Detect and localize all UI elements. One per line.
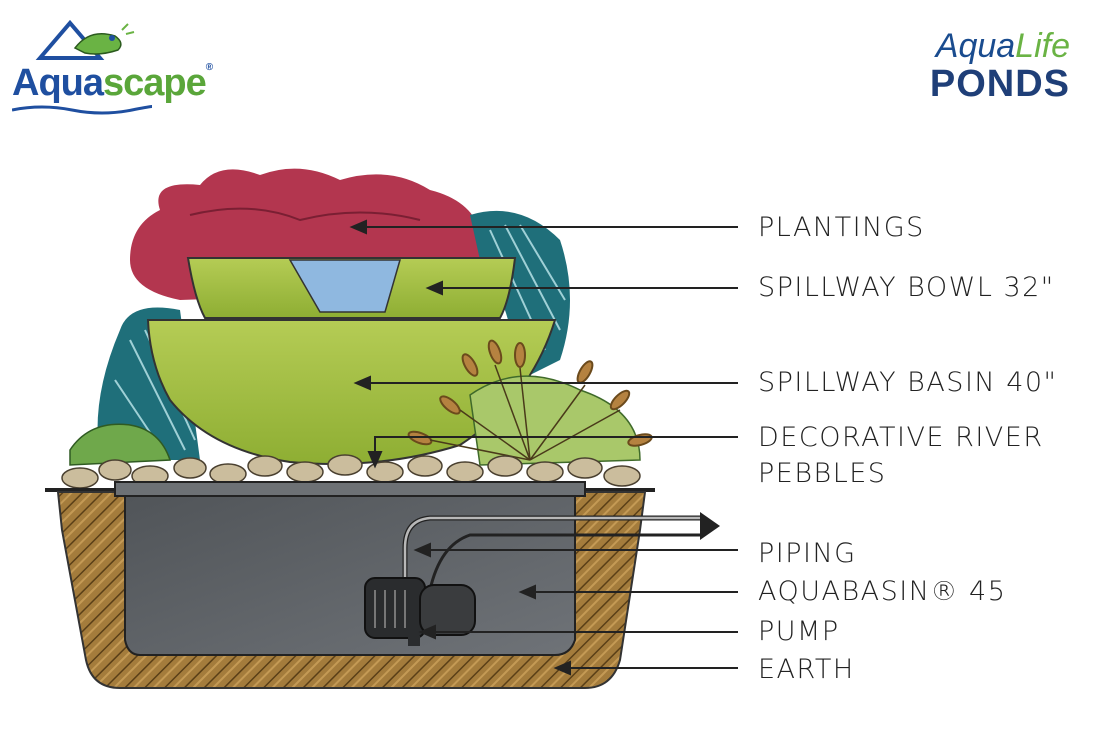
aqualife-aqua: Aqua <box>935 27 1016 65</box>
registered-mark: ® <box>205 62 213 73</box>
pump <box>364 577 476 646</box>
brand-part-aqua: Aqua <box>12 62 104 104</box>
label-aquabasin: AQUABASIN® 45 <box>758 576 1007 607</box>
aquascape-logo: Aquascape® <box>10 18 230 115</box>
label-earth: EARTH <box>758 654 855 685</box>
aquabasin <box>114 481 586 656</box>
label-piping: PIPING <box>758 538 857 569</box>
frog-icon <box>35 19 135 60</box>
wave-icon <box>12 104 152 115</box>
water <box>288 259 401 313</box>
label-spillway-bowl: SPILLWAY BOWL 32" <box>758 272 1055 303</box>
aqualife-ponds-logo: AquaLife PONDS <box>900 28 1070 108</box>
ponds-wordmark: PONDS <box>929 63 1070 105</box>
label-pebbles-line1: DECORATIVE RIVER <box>758 422 1044 453</box>
label-plantings: PLANTINGS <box>758 212 925 243</box>
river-pebbles <box>61 454 641 489</box>
green-plant <box>469 375 641 466</box>
label-pebbles-line2: PEBBLES <box>758 458 887 489</box>
label-spillway-basin: SPILLWAY BASIN 40" <box>758 367 1058 398</box>
aqualife-life: Life <box>1015 27 1070 65</box>
label-pump: PUMP <box>758 616 840 647</box>
brand-part-scape: scape <box>103 62 207 104</box>
leader-lines <box>349 219 738 676</box>
